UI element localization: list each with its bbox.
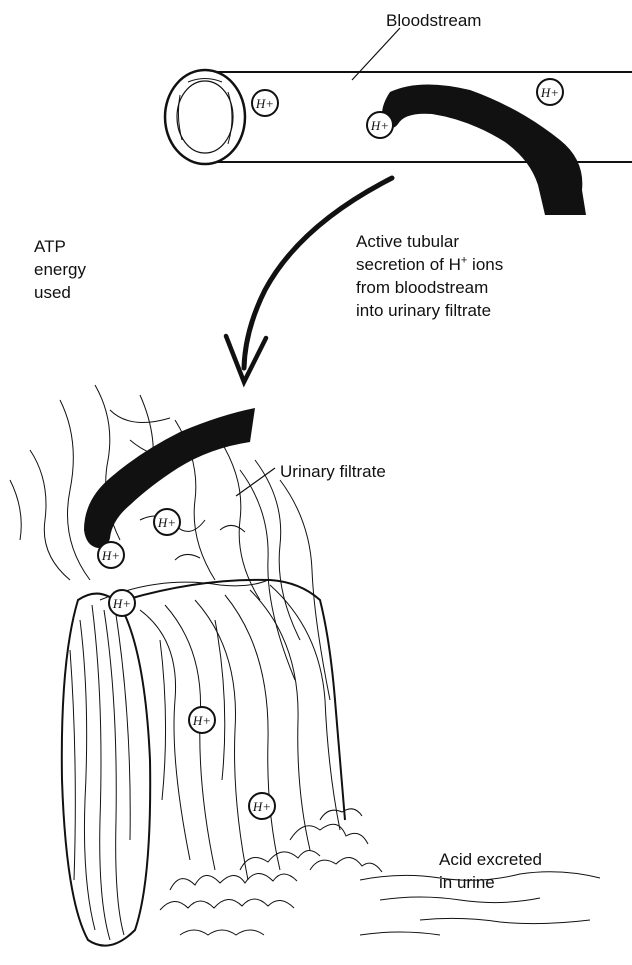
h-ion-label: H+ (252, 799, 271, 814)
secretion-line-1: Active tubular (356, 230, 503, 253)
h-ion-icon: H+ (249, 793, 275, 819)
active-secretion-label: Active tubular secretion of H+ ions from… (356, 230, 503, 322)
urinary-filtrate-label: Urinary filtrate (280, 460, 386, 483)
h-ion-label: H+ (540, 85, 559, 100)
bloodstream-label: Bloodstream (386, 9, 481, 32)
h-ion-label: H+ (192, 713, 211, 728)
h-ion-label: H+ (112, 596, 131, 611)
h-ion-label: H+ (101, 548, 120, 563)
used-line: used (34, 281, 86, 304)
h-ion-icon: H+ (109, 590, 135, 616)
renal-tubule-wall (62, 580, 345, 946)
secretion-line-2: secretion of H+ ions (356, 253, 503, 276)
h-ion-icon: H+ (154, 509, 180, 535)
acid-line-2: in urine (439, 871, 542, 894)
h-ion-icon: H+ (189, 707, 215, 733)
secretion-line-3: from bloodstream (356, 276, 503, 299)
h-ion-icon: H+ (367, 112, 393, 138)
secretion-line-2-prefix: secretion of H (356, 255, 461, 274)
acid-excreted-label: Acid excreted in urine (439, 848, 542, 894)
h-ion-icon: H+ (252, 90, 278, 116)
h-ion-label: H+ (370, 118, 389, 133)
h-ion-icon: H+ (537, 79, 563, 105)
atp-energy-label: ATP energy used (34, 235, 86, 304)
energy-line: energy (34, 258, 86, 281)
secretion-line-4: into urinary filtrate (356, 299, 503, 322)
h-ion-label: H+ (157, 515, 176, 530)
secretion-line-2-suffix: ions (467, 255, 503, 274)
atp-line: ATP (34, 235, 86, 258)
acid-line-1: Acid excreted (439, 848, 542, 871)
h-ion-icon: H+ (98, 542, 124, 568)
h-ion-label: H+ (255, 96, 274, 111)
